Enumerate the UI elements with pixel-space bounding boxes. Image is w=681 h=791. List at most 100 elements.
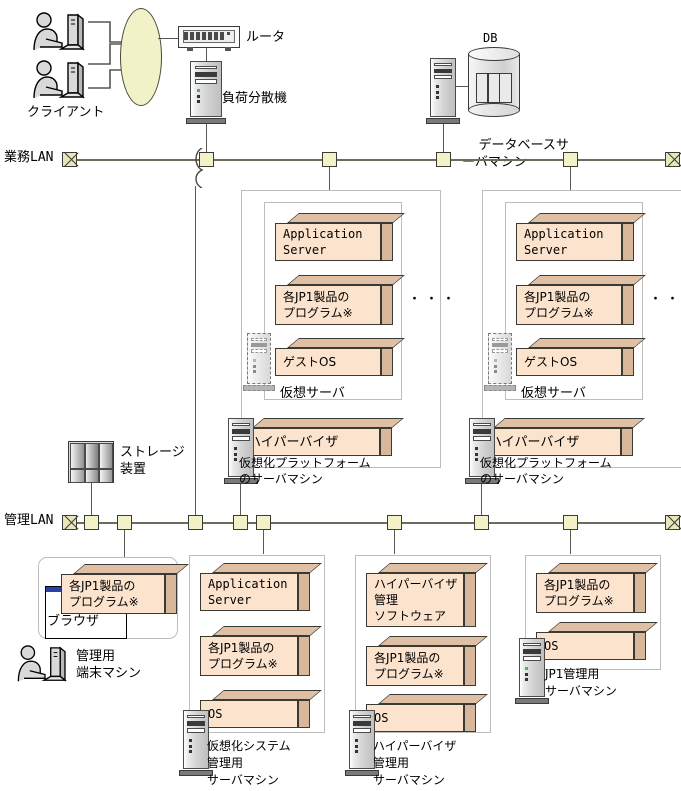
guest-os-box-left: ゲストOS [275,338,405,376]
management-lan-connector-hv-mgmt [387,515,402,530]
client2-to-cloud-links [88,69,128,89]
client-icon-1 [30,12,94,58]
hypervisor-box-right-label: ハイパーバイザ [489,434,580,450]
business-lan-drop-right-platform [570,167,571,191]
management-lan-connector-platform-right [474,515,489,530]
storage-to-management-lan [91,483,92,522]
app-server-box-right: Application Server [516,213,646,261]
database-cylinder-icon [468,47,520,117]
platform-server-tower-icon-left [224,418,258,484]
hv-mgmt-software-box: ハイパーバイザ 管理 ソフトウェア [366,563,488,627]
business-lan-connector-4 [563,152,578,167]
os-box-jp1mgmt: OS [536,622,658,660]
jp1-programs-box-vsys-label: 各JP1製品の プログラム※ [208,641,278,671]
business-lan-connector-1 [199,152,214,167]
management-lan-connector-platform-left [233,515,248,530]
virtualization-platform-panel-right [482,190,681,468]
vsys-mgmt-server-tower-icon [179,710,213,776]
os-box-hv: OS [366,694,488,732]
lb-to-business-lan-link [206,124,207,154]
network-cloud [120,8,162,106]
hypervisor-box-right: ハイパーバイザ [481,418,645,456]
router-leds [184,32,230,40]
jp1-programs-box-right: 各JP1製品の プログラム※ [516,275,646,325]
hv-mgmt-server-panel [355,555,491,733]
business-lan-connector-3 [436,152,451,167]
management-terminal-label: 管理用 端末マシン [76,649,142,681]
db-server-tower-icon [426,58,460,124]
storage-device-icon [68,441,114,483]
client-label: クライアント [27,105,105,120]
browser-label: ブラウザ [47,614,100,629]
hypervisor-box-left-label: ハイパーバイザ [248,434,339,450]
db-server-cylinder-link [456,86,470,87]
app-server-box-vsys: Application Server [200,563,322,611]
management-lan-connector-trunk [188,515,203,530]
management-lan-connector-vsys-mgmt [256,515,271,530]
jp1-programs-box-hv: 各JP1製品の プログラム※ [366,636,488,686]
load-balancer-label: 負荷分散機 [222,91,288,106]
jp1-programs-box-hv-label: 各JP1製品の プログラム※ [374,651,444,681]
business-lan-line [68,159,673,161]
management-lan-connector-storage [84,515,99,530]
load-balancer-icon [186,61,226,124]
virtual-server-panel-right [505,202,643,400]
guest-os-box-left-label: ゲストOS [283,354,337,369]
jp1-programs-box-left: 各JP1製品の プログラム※ [275,275,405,325]
storage-label: ストレージ 装置 [120,445,185,477]
jp1-programs-box-vsys: 各JP1製品の プログラム※ [200,626,322,676]
platform-right-to-management-lan [481,484,482,522]
guest-os-box-right-label: ゲストOS [524,354,578,369]
jp1-programs-box-right-label: 各JP1製品の プログラム※ [524,290,594,320]
management-terminal-person-icon [14,645,76,689]
os-box-vsys-label: OS [208,707,223,721]
management-lan-terminator-left [62,515,77,530]
cloud-router-link [158,38,180,39]
platform-server-tower-icon-right [465,418,499,484]
jp1-programs-box-terminal-label: 各JP1製品の プログラム※ [69,579,139,609]
client-to-cloud-links [88,21,128,65]
business-lan-drop-left-platform [329,167,330,191]
db-to-business-lan-link [443,124,444,160]
platform-left-to-management-lan [240,484,241,522]
ellipsis-left: ・・・ [408,292,460,307]
os-box-vsys: OS [200,690,322,728]
lan-crossover-loop [195,148,204,188]
mlan-drop-jp1-mgmt-server [570,530,571,554]
router-label: ルータ [246,30,286,45]
business-lan-terminator-right [665,152,680,167]
jp1-programs-box-jp1mgmt-label: 各JP1製品の プログラム※ [544,578,614,608]
management-lan-connector-terminal [117,515,132,530]
ellipsis-right: ・・・ [649,292,681,307]
hv-mgmt-software-box-label: ハイパーバイザ 管理 ソフトウェア [374,577,458,623]
app-server-box-right-label: Application Server [524,227,604,257]
virtualization-platform-panel-left [241,190,441,468]
jp1-mgmt-server-tower-icon [515,638,549,704]
client-icon-2 [30,60,94,106]
hv-mgmt-server-label: ハイパーバイザ 管理用 サーバマシン [373,739,457,787]
business-lan-trunk-down [195,186,196,522]
virtualization-platform-label-right: 仮想化プラットフォーム のサーバマシン [480,456,612,486]
os-box-jp1mgmt-label: OS [544,639,559,653]
jp1-programs-box-jp1mgmt: 各JP1製品の プログラム※ [536,563,658,613]
db-label: DB [483,31,498,45]
virtual-server-panel-left [264,202,402,400]
management-lan-terminator-right [665,515,680,530]
jp1-mgmt-server-panel [525,555,661,670]
business-lan-connector-2 [322,152,337,167]
db-server-label: データベースサ ーバマシン [462,120,569,188]
jp1-mgmt-server-label: JP1管理用 サーバマシン [545,667,617,698]
jp1-programs-box-terminal: 各JP1製品の プログラム※ [61,564,189,614]
guest-os-box-right: ゲストOS [516,338,646,376]
virtual-server-tower-icon-left [243,333,275,391]
mlan-drop-management-terminal [124,530,125,558]
app-server-box-left: Application Server [275,213,405,261]
db-server-label-text: データベースサ ーバマシン [462,138,569,170]
hv-mgmt-server-tower-icon [345,710,379,776]
app-server-box-left-label: Application Server [283,227,363,257]
os-box-hv-label: OS [374,711,389,725]
jp1-programs-box-left-label: 各JP1製品の プログラム※ [283,290,353,320]
virtualization-platform-label-left: 仮想化プラットフォーム のサーバマシン [239,456,371,486]
virtual-server-label-left: 仮想サーバ [280,386,345,401]
